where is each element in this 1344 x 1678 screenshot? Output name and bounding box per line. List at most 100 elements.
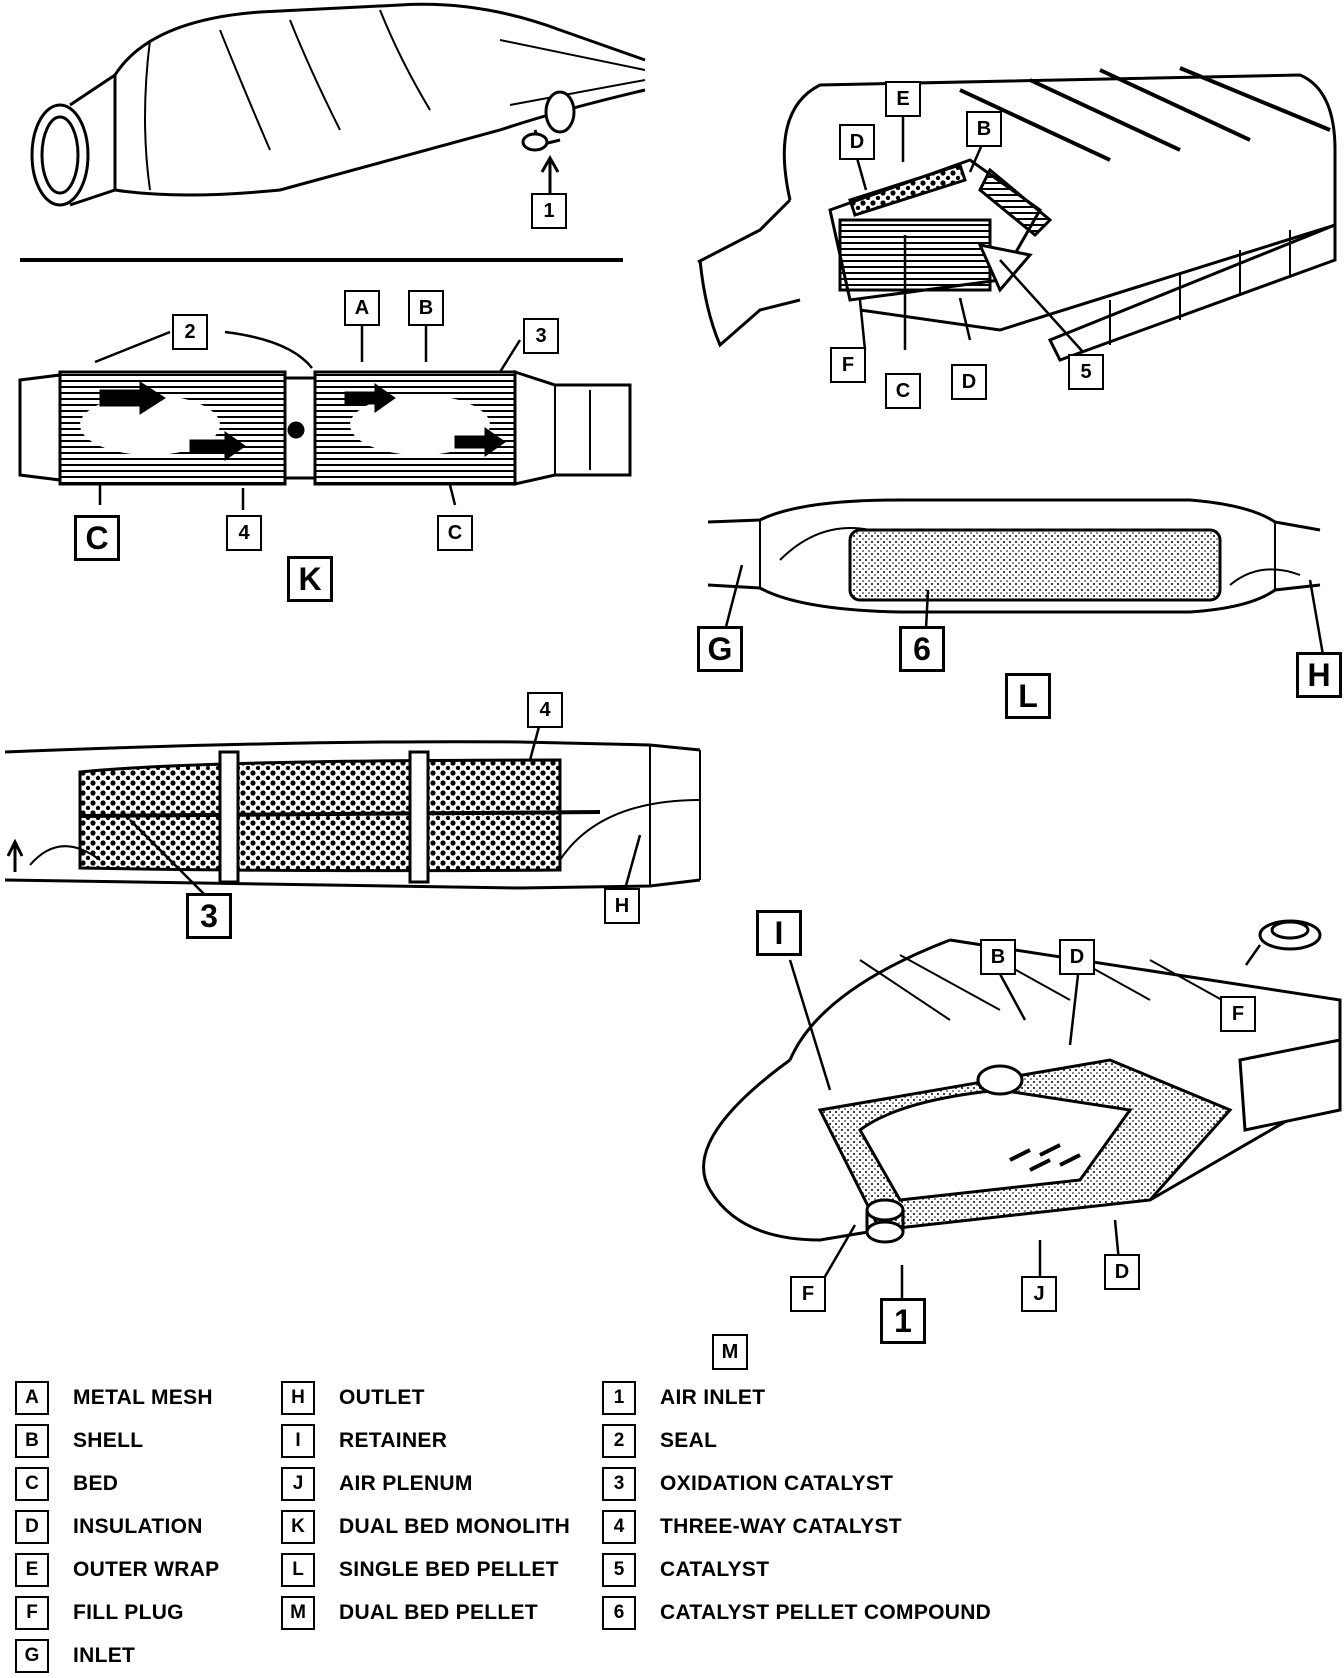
legend-key: 5: [602, 1553, 636, 1587]
callout-d-insulation: D: [1104, 1254, 1140, 1290]
legend-key: 2: [602, 1424, 636, 1458]
legend-key: M: [281, 1596, 315, 1630]
legend-key: D: [15, 1510, 49, 1544]
legend-item: G INLET: [15, 1638, 135, 1674]
monolith-leader-lines: [94, 325, 522, 510]
callout-a-metal-mesh: A: [344, 290, 380, 326]
legend-item: I RETAINER: [281, 1423, 447, 1459]
legend-item: 5 CATALYST: [602, 1552, 769, 1588]
legend-label: DUAL BED MONOLITH: [339, 1515, 571, 1538]
legend-item: J AIR PLENUM: [281, 1466, 473, 1502]
legend-item: L SINGLE BED PELLET: [281, 1552, 559, 1588]
legend-label: CATALYST PELLET COMPOUND: [660, 1601, 992, 1624]
callout-6-catalyst-pellet-compound: 6: [899, 626, 945, 672]
legend-label: CATALYST: [660, 1558, 770, 1581]
callout-4-three-way-catalyst: 4: [527, 692, 563, 728]
legend-label: SINGLE BED PELLET: [339, 1558, 559, 1581]
legend-item: 2 SEAL: [602, 1423, 717, 1459]
legend-key: J: [281, 1467, 315, 1501]
callout-c-bed: C: [885, 373, 921, 409]
legend-label: METAL MESH: [73, 1386, 213, 1409]
callout-2-seal: 2: [172, 314, 208, 350]
legend-label: RETAINER: [339, 1429, 448, 1452]
label-k-dual-bed-monolith: K: [287, 556, 333, 602]
legend-item: K DUAL BED MONOLITH: [281, 1509, 570, 1545]
legend-item: 3 OXIDATION CATALYST: [602, 1466, 893, 1502]
legend-label: FILL PLUG: [73, 1601, 184, 1624]
dual-bed-monolith-drawing: [18, 369, 632, 486]
callout-3-oxidation-catalyst: 3: [186, 893, 232, 939]
legend-key: K: [281, 1510, 315, 1544]
callout-1-air-inlet: 1: [880, 1298, 926, 1344]
legend-key: 6: [602, 1596, 636, 1630]
callout-4-three-way-catalyst: 4: [226, 515, 262, 551]
legend-item: D INSULATION: [15, 1509, 203, 1545]
legend-label: SEAL: [660, 1429, 718, 1452]
dual-bed-pellet-drawing: [702, 919, 1342, 1244]
callout-e-outer-wrap: E: [885, 81, 921, 117]
legend-item: C BED: [15, 1466, 118, 1502]
legend-key: C: [15, 1467, 49, 1501]
callout-d-insulation: D: [839, 124, 875, 160]
legend-label: OXIDATION CATALYST: [660, 1472, 894, 1495]
legend-label: INSULATION: [73, 1515, 203, 1538]
legend: A METAL MESH B SHELL C BED D INSULATION E OUT…: [0, 1380, 1344, 1678]
legend-key: 3: [602, 1467, 636, 1501]
pellet-cross-section-drawing: [4, 740, 701, 890]
legend-key: F: [15, 1596, 49, 1630]
legend-key: A: [15, 1381, 49, 1415]
legend-key: E: [15, 1553, 49, 1587]
legend-label: AIR INLET: [660, 1386, 766, 1409]
callout-h-outlet: H: [604, 888, 640, 924]
legend-label: DUAL BED PELLET: [339, 1601, 538, 1624]
dual-bed-pellet-leader-lines: [788, 944, 1262, 1300]
callout-c-bed: C: [437, 515, 473, 551]
callout-d-insulation: D: [951, 364, 987, 400]
legend-item: 1 AIR INLET: [602, 1380, 765, 1416]
legend-key: G: [15, 1639, 49, 1673]
legend-item: M DUAL BED PELLET: [281, 1595, 538, 1631]
callout-b-shell: B: [408, 290, 444, 326]
legend-key: L: [281, 1553, 315, 1587]
legend-key: 1: [602, 1381, 636, 1415]
legend-label: OUTLET: [339, 1386, 425, 1409]
legend-key: 4: [602, 1510, 636, 1544]
legend-item: F FILL PLUG: [15, 1595, 184, 1631]
converter-top-left-drawing: [30, 2, 646, 207]
legend-key: I: [281, 1424, 315, 1458]
legend-key: B: [15, 1424, 49, 1458]
callout-f-fill-plug: F: [830, 347, 866, 383]
callout-g-inlet: G: [697, 626, 743, 672]
callout-b-shell: B: [966, 111, 1002, 147]
label-l-single-bed-pellet: L: [1005, 673, 1051, 719]
legend-label: SHELL: [73, 1429, 144, 1452]
callout-1-air-inlet: 1: [531, 193, 567, 229]
legend-item: 6 CATALYST PELLET COMPOUND: [602, 1595, 991, 1631]
callout-f-fill-plug: F: [1220, 996, 1256, 1032]
legend-label: THREE-WAY CATALYST: [660, 1515, 902, 1538]
legend-label: AIR PLENUM: [339, 1472, 473, 1495]
callout-i-retainer: I: [756, 910, 802, 956]
callout-f-fill-plug: F: [790, 1276, 826, 1312]
legend-item: H OUTLET: [281, 1380, 425, 1416]
legend-label: OUTER WRAP: [73, 1558, 220, 1581]
callout-5-catalyst: 5: [1068, 354, 1104, 390]
single-bed-pellet-drawing: [707, 498, 1321, 614]
callout-h-outlet: H: [1296, 652, 1342, 698]
converter-top-right-drawing: [697, 66, 1337, 362]
callout-3-oxidation-catalyst: 3: [523, 318, 559, 354]
label-m-dual-bed-pellet: M: [712, 1334, 748, 1370]
legend-item: B SHELL: [15, 1423, 143, 1459]
callout-d-insulation: D: [1059, 939, 1095, 975]
converter-illustrations: [4, 2, 1342, 1300]
callout-b-shell: B: [980, 939, 1016, 975]
legend-item: E OUTER WRAP: [15, 1552, 220, 1588]
legend-item: A METAL MESH: [15, 1380, 213, 1416]
legend-item: 4 THREE-WAY CATALYST: [602, 1509, 902, 1545]
air-inlet-arrow: [540, 154, 560, 195]
callout-j-air-plenum: J: [1021, 1276, 1057, 1312]
callout-c-bed: C: [74, 515, 120, 561]
legend-key: H: [281, 1381, 315, 1415]
legend-label: BED: [73, 1472, 119, 1495]
legend-label: INLET: [73, 1644, 136, 1667]
